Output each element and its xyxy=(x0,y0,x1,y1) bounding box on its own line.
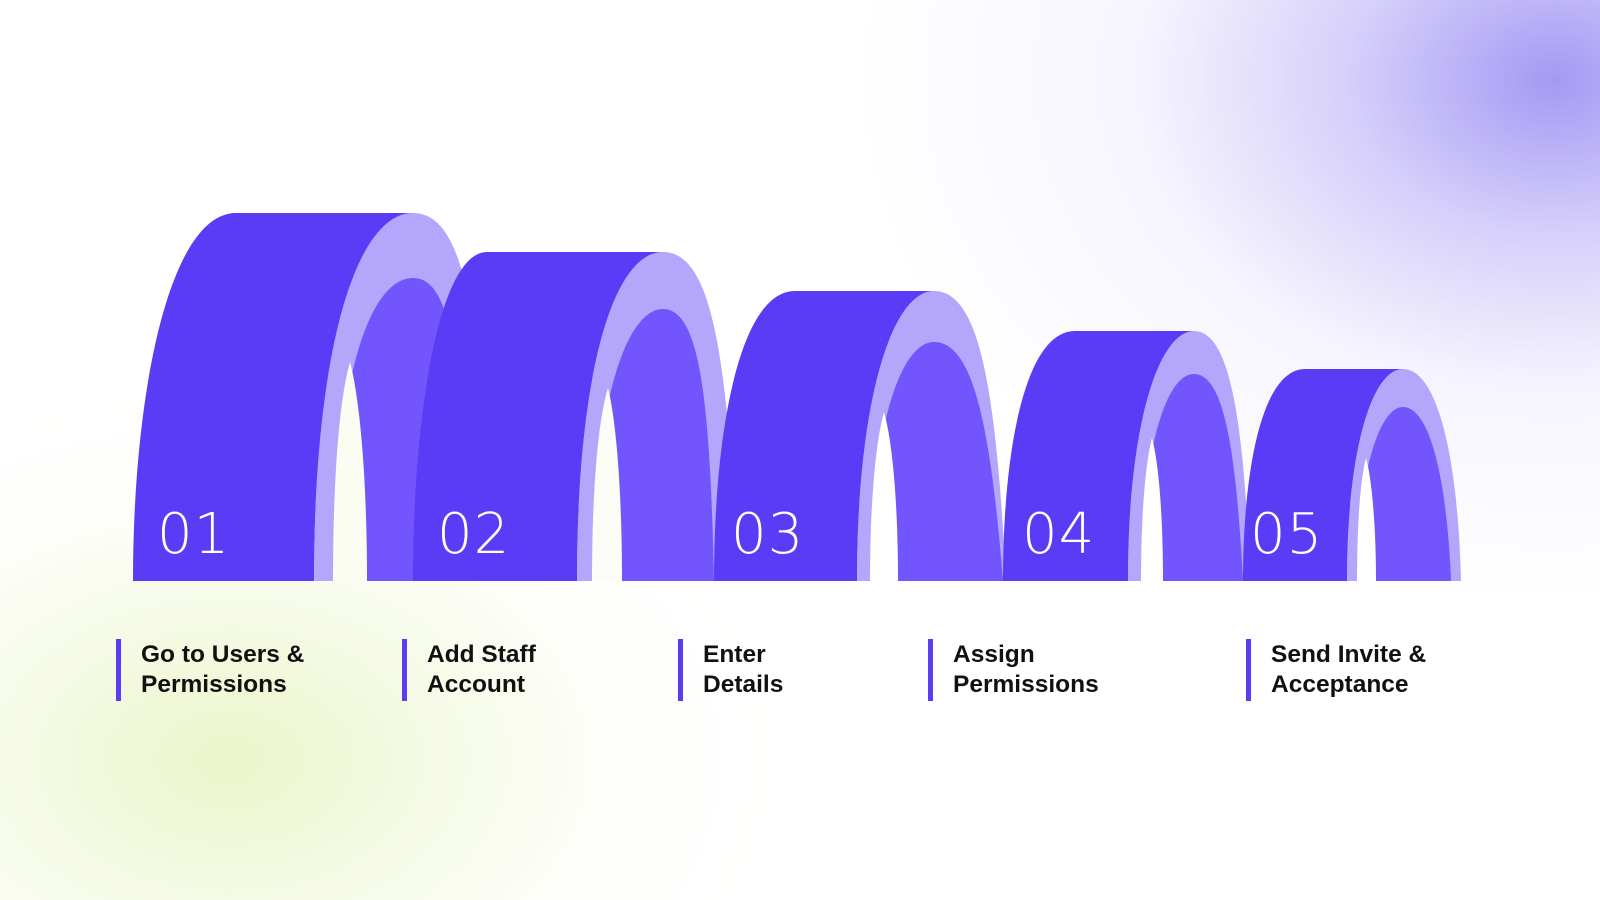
step-label-line: Send Invite & xyxy=(1271,641,1427,668)
arch-inner-face xyxy=(592,309,714,581)
step-label-5: Send Invite & Acceptance xyxy=(1246,639,1426,701)
arch-inner-face xyxy=(1141,374,1243,581)
step-number: 05 xyxy=(1250,502,1323,567)
arch-inner-face xyxy=(1357,407,1451,581)
step-label-1: Go to Users & Permissions xyxy=(116,639,304,701)
step-label-line: Add Staff xyxy=(427,641,536,668)
step-label-4: Assign Permissions xyxy=(928,639,1099,701)
step-label-line: Permissions xyxy=(953,671,1099,698)
step-label-line: Account xyxy=(427,671,525,698)
step-label-3: Enter Details xyxy=(678,639,783,701)
arch-gap xyxy=(1357,458,1376,581)
arch-gap xyxy=(870,412,898,581)
step-number: 03 xyxy=(731,502,804,567)
arch-gap xyxy=(1141,438,1163,581)
step-label-line: Go to Users & xyxy=(141,641,305,668)
arch-step-4: 04 xyxy=(1003,331,1250,581)
step-label-line: Acceptance xyxy=(1271,671,1409,698)
step-number: 01 xyxy=(157,502,230,567)
arch-front-face xyxy=(133,213,413,581)
step-label-line: Permissions xyxy=(141,671,287,698)
step-label-line: Enter xyxy=(703,641,766,668)
arch-inner-face xyxy=(870,342,1003,581)
arch-step-2: 02 xyxy=(413,252,738,581)
arch-front-face xyxy=(1243,369,1403,581)
step-label-line: Assign xyxy=(953,641,1035,668)
arch-front-face xyxy=(413,252,663,581)
step-label-2: Add Staff Account xyxy=(402,639,536,701)
step-label-line: Details xyxy=(703,671,784,698)
arch-gap xyxy=(333,362,367,581)
arch-step-3: 03 xyxy=(714,291,1006,581)
arch-gap xyxy=(592,388,622,581)
step-number: 02 xyxy=(437,502,510,567)
arch-step-5: 05 xyxy=(1243,369,1461,581)
step-number: 04 xyxy=(1022,502,1095,567)
arch-front-face xyxy=(1003,331,1194,581)
arch-front-face xyxy=(714,291,934,581)
